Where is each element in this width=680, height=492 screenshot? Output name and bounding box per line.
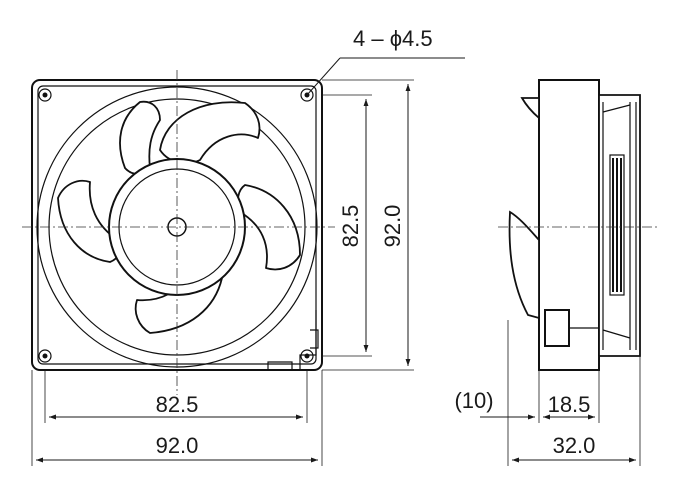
mounting-hole-icon [38, 349, 52, 363]
depth-total-label: 32.0 [553, 433, 596, 458]
depth-dimensions: (10) 18.5 32.0 [454, 320, 641, 466]
mounting-hole-icon [38, 88, 52, 102]
side-view [498, 79, 660, 371]
front-view [22, 70, 335, 395]
width-inner-label: 82.5 [156, 392, 199, 417]
hole-spec-label: 4 – ϕ4.5 [353, 26, 433, 51]
blade-tip-upper [520, 97, 540, 120]
height-outer-label: 92.0 [380, 205, 405, 248]
terminal-box [544, 309, 570, 347]
width-outer-label: 92.0 [156, 433, 199, 458]
offset-label: (10) [454, 388, 493, 413]
hole-callout: 4 – ϕ4.5 [306, 26, 465, 96]
height-inner-label: 82.5 [338, 205, 363, 248]
terminal-detail [267, 310, 319, 370]
depth-body-label: 18.5 [548, 392, 591, 417]
fan-blades [57, 100, 301, 334]
blade-tip-lower [508, 210, 540, 320]
width-dimensions: 82.5 92.0 [31, 370, 323, 466]
height-dimensions: 82.5 92.0 [322, 79, 414, 371]
